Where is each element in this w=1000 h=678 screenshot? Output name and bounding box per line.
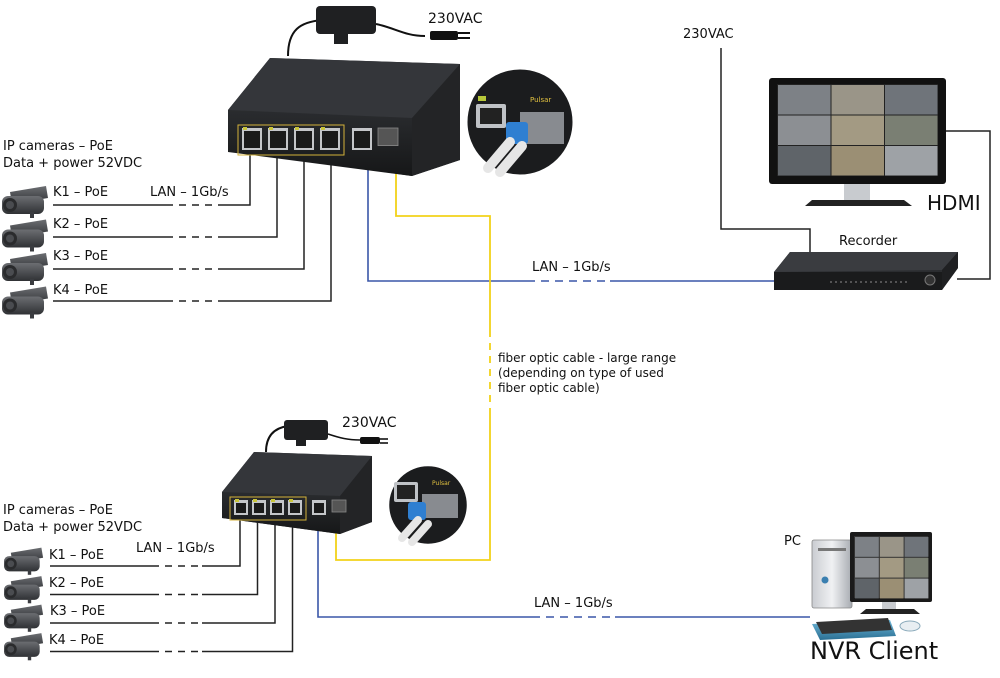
- bottom-switch-power-label: 230VAC: [342, 415, 397, 431]
- bottom-camera-link-label: LAN – 1Gb/s: [136, 541, 215, 556]
- sfp-port: [377, 127, 399, 147]
- top-uplink-label: LAN – 1Gb/s: [532, 260, 611, 275]
- hdmi-label: HDMI: [927, 191, 981, 215]
- top-uplink-cable: [367, 160, 775, 282]
- camera-view-tile: [879, 578, 904, 599]
- bottom-power-adapter: [284, 420, 328, 440]
- top-cameras-heading: IP cameras – PoE Data + power 52VDC: [3, 139, 143, 171]
- top-k3-camera-icon: [2, 253, 48, 285]
- hdmi-cable: [940, 130, 991, 280]
- top-camera-cable-k4: [53, 152, 332, 302]
- bottom-camera-k3-label: K3 – PoE: [50, 604, 106, 619]
- bottom-uplink-label: LAN – 1Gb/s: [534, 596, 613, 611]
- cctv-monitor: [769, 78, 946, 206]
- top-camera-cable-k2: [53, 152, 278, 238]
- camera-view-tile: [879, 557, 904, 578]
- top-camera-k3-label: K3 – PoE: [53, 249, 109, 264]
- camera-view-tile: [904, 578, 929, 599]
- top-poe-switch: [228, 6, 470, 176]
- camera-view-tile: [885, 115, 938, 145]
- camera-view-tile: [831, 146, 884, 176]
- bottom-camera-k4-label: K4 – PoE: [49, 633, 105, 648]
- pc-workstation: [811, 532, 932, 640]
- camera-view-tile: [879, 537, 904, 557]
- bottom-camera-k2-label: K2 – PoE: [49, 576, 105, 591]
- camera-view-tile: [885, 146, 938, 176]
- top-sfp-closeup: Pulsar: [464, 66, 576, 178]
- top-camera-cable-k3: [53, 152, 305, 270]
- top-camera-k2-label: K2 – PoE: [53, 217, 109, 232]
- bottom-k1-camera-icon: [4, 547, 44, 575]
- top-camera-link-label: LAN – 1Gb/s: [150, 185, 229, 200]
- top-k4-camera-icon: [2, 286, 48, 319]
- camera-view-tile: [885, 85, 938, 115]
- camera-view-tile: [831, 115, 884, 145]
- top-camera-cable-k1: [53, 152, 251, 206]
- top-camera-k1-label: K1 – PoE: [53, 185, 109, 200]
- top-switch-power-label: 230VAC: [428, 11, 483, 27]
- bottom-camera-cable-k1: [50, 520, 241, 567]
- camera-view-tile: [855, 557, 879, 578]
- top-camera-cables: [53, 152, 332, 302]
- fiber-optic-cable: [335, 160, 491, 561]
- poe-ports-frame: [237, 124, 345, 156]
- bottom-k3-camera-icon: [4, 604, 44, 632]
- bottom-sfp-closeup: Pulsar: [386, 463, 470, 547]
- poe-ports-frame: [229, 496, 307, 521]
- top-k1-camera-icon: [2, 186, 48, 218]
- recorder-device: [774, 252, 958, 290]
- bottom-camera-cable-k3: [50, 520, 276, 624]
- top-k2-camera-icon: [2, 219, 48, 252]
- recorder-power-label: 230VAC: [683, 27, 734, 42]
- camera-view-tile: [778, 85, 831, 115]
- bottom-k4-camera-icon: [4, 633, 44, 661]
- camera-view-tile: [855, 578, 879, 599]
- bottom-camera-cable-k4: [50, 520, 294, 653]
- top-power-adapter: [316, 6, 376, 34]
- bottom-uplink-cable: [317, 520, 810, 618]
- camera-view-tile: [855, 537, 879, 557]
- bottom-cameras-heading: IP cameras – PoE Data + power 52VDC: [3, 503, 143, 535]
- sfp-port: [331, 499, 347, 513]
- recorder-label: Recorder: [839, 234, 898, 249]
- svg-text:Pulsar: Pulsar: [530, 96, 551, 104]
- camera-view-tile: [904, 537, 929, 557]
- bottom-power-plug-icon: [360, 437, 388, 444]
- bottom-camera-k1-label: K1 – PoE: [49, 548, 105, 563]
- camera-view-tile: [778, 115, 831, 145]
- top-camera-k4-label: K4 – PoE: [53, 283, 109, 298]
- recorder-power-cable: [720, 48, 811, 256]
- svg-text:Pulsar: Pulsar: [432, 480, 451, 487]
- camera-view-tile: [778, 146, 831, 176]
- bottom-camera-cable-k2: [50, 520, 259, 596]
- camera-view-tile: [904, 557, 929, 578]
- camera-view-tile: [831, 85, 884, 115]
- nvr-client-label: NVR Client: [810, 637, 939, 665]
- top-power-plug-icon: [430, 31, 470, 40]
- bottom-camera-cables: [50, 520, 294, 653]
- bottom-poe-switch: [222, 420, 388, 534]
- fiber-cable-label: fiber optic cable - large range (dependi…: [498, 351, 677, 395]
- bottom-k2-camera-icon: [4, 576, 44, 604]
- pc-label: PC: [784, 534, 801, 549]
